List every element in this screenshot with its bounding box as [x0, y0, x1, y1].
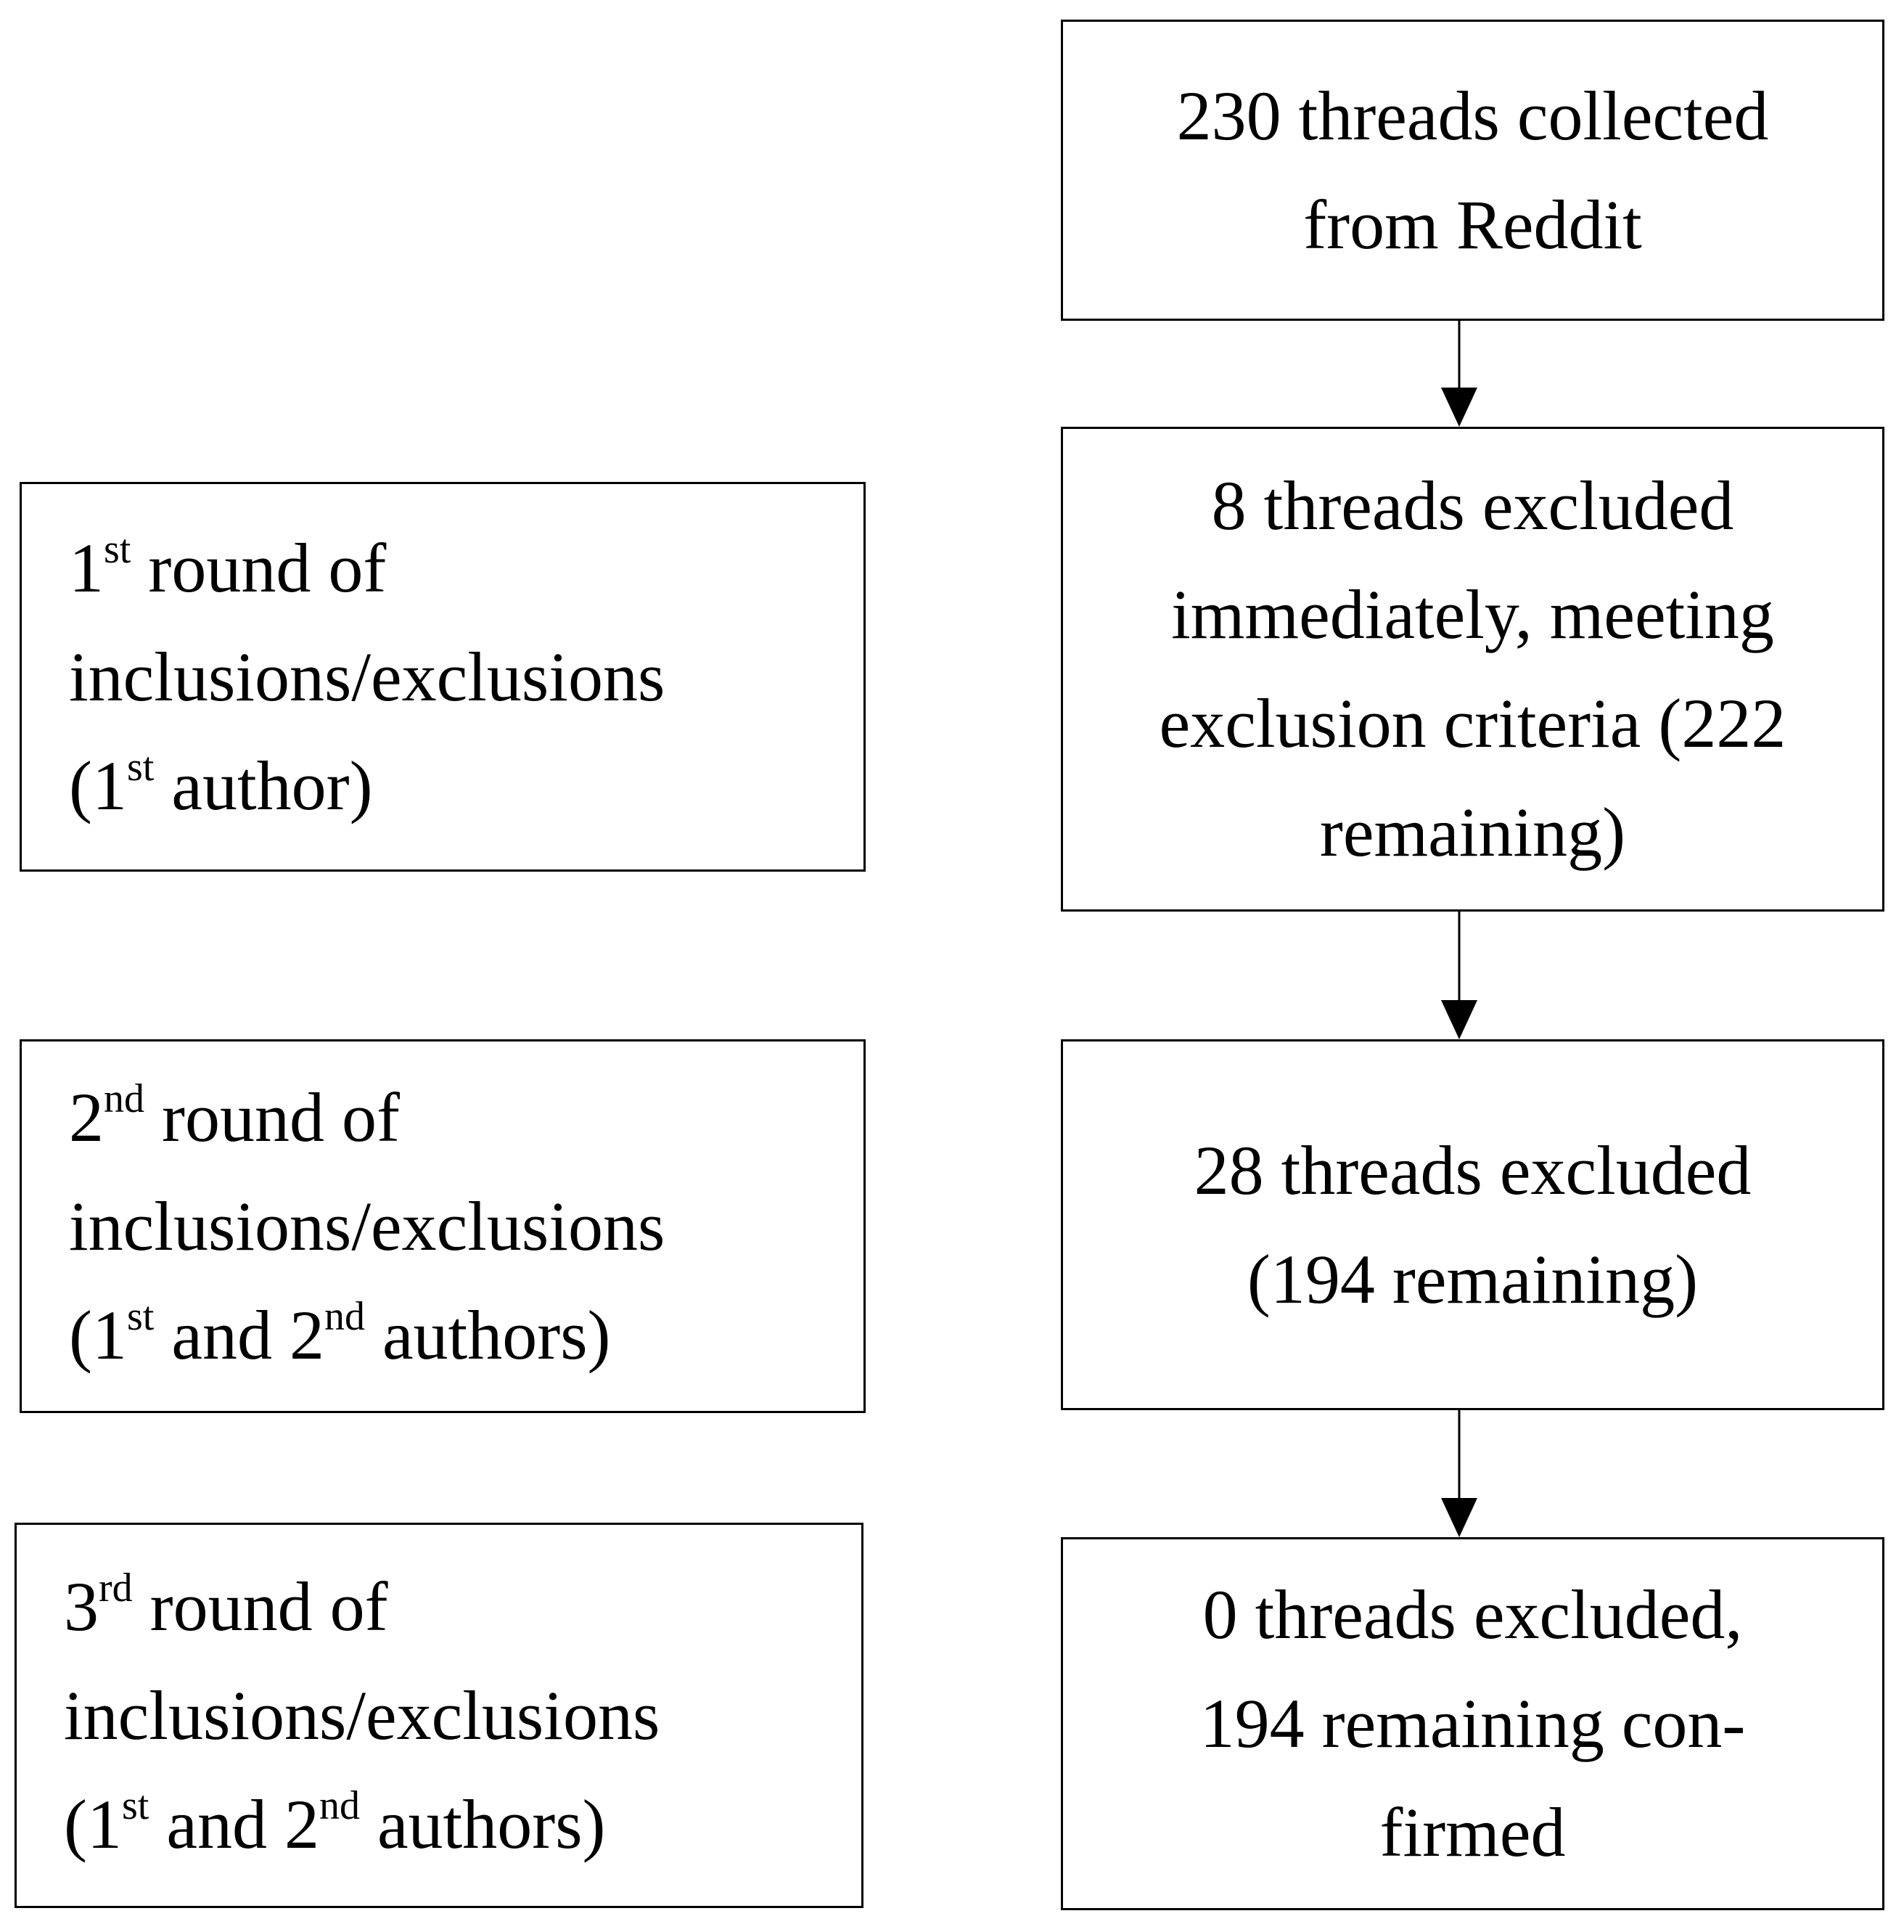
arrow-2 [1441, 912, 1477, 1039]
round-title: 2nd round of [69, 1076, 400, 1156]
step-text: (194 remaining) [1247, 1240, 1699, 1318]
round-box-2: 2nd round of inclusions/exclusions (1st … [20, 1039, 866, 1413]
step-text: exclusion criteria (222 [1159, 684, 1786, 762]
round-authors: (1st and 2nd authors) [64, 1782, 606, 1863]
step-box-first-exclusion: 8 threads excluded immediately, meeting … [1061, 427, 1884, 912]
round-subtitle: inclusions/exclusions [64, 1676, 660, 1754]
step-text: 8 threads excluded [1211, 467, 1734, 544]
step-box-second-exclusion: 28 threads excluded (194 remaining) [1061, 1039, 1884, 1410]
round-title: 3rd round of [64, 1565, 388, 1645]
arrow-3 [1441, 1410, 1477, 1537]
round-authors: (1st author) [69, 744, 373, 824]
round-box-1: 1st round of inclusions/exclusions (1st … [20, 482, 866, 872]
step-text: 28 threads excluded [1194, 1131, 1752, 1209]
round-authors: (1st and 2nd authors) [69, 1293, 611, 1374]
arrow-1 [1441, 321, 1477, 427]
step-text: 194 remaining con- [1199, 1685, 1746, 1762]
step-text: 230 threads collected [1176, 76, 1769, 155]
round-title: 1st round of [69, 526, 387, 607]
round-box-3: 3rd round of inclusions/exclusions (1st … [15, 1523, 863, 1908]
step-text: remaining) [1319, 793, 1626, 871]
step-text: immediately, meeting [1171, 576, 1774, 653]
step-box-collected: 230 threads collected from Reddit [1061, 20, 1884, 321]
round-subtitle: inclusions/exclusions [69, 1187, 665, 1265]
step-text: 0 threads excluded, [1202, 1576, 1743, 1653]
step-box-third-exclusion: 0 threads excluded, 194 remaining con- f… [1061, 1537, 1884, 1910]
step-text: firmed [1379, 1793, 1566, 1871]
round-subtitle: inclusions/exclusions [69, 637, 665, 716]
step-text: from Reddit [1303, 185, 1642, 263]
